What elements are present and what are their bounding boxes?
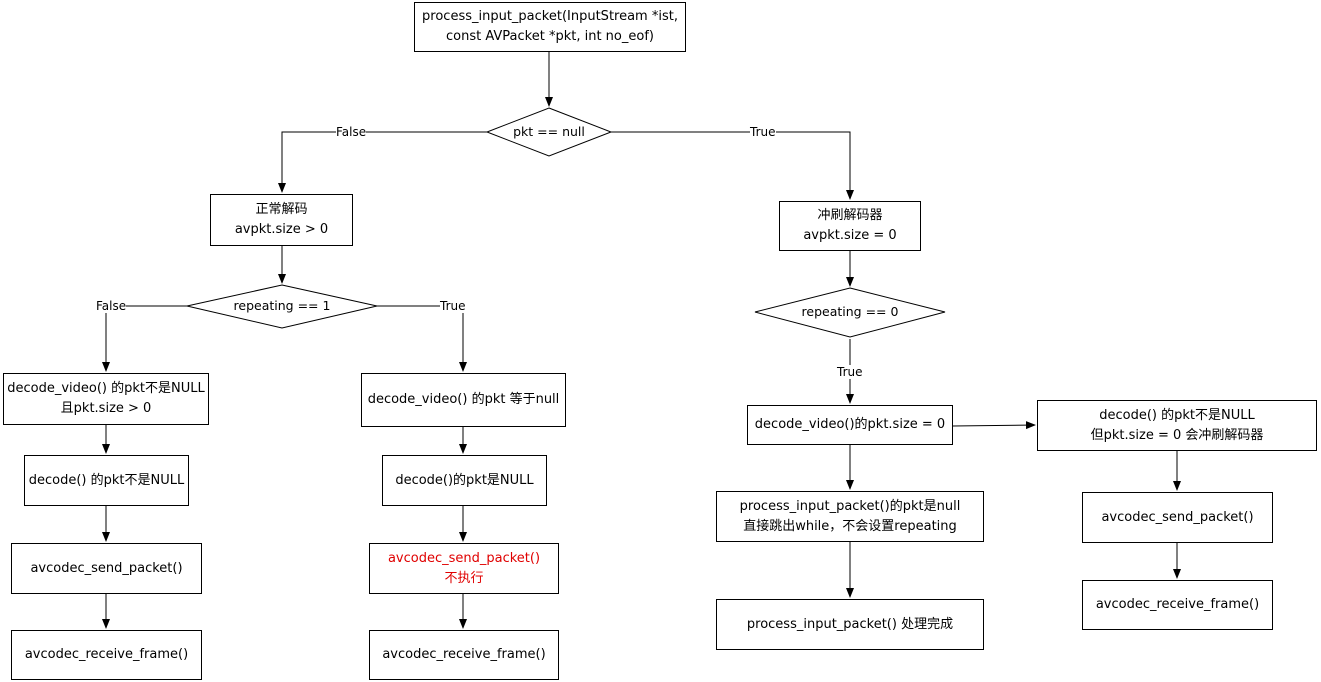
mid-decode-video-node: decode_video() 的pkt 等于null	[361, 373, 566, 427]
arrow-rep1-false	[102, 305, 187, 372]
right-process-packet-line1: process_input_packet()的pkt是null	[739, 498, 961, 514]
far-right-receive-frame-text: avcodec_receive_frame()	[1095, 597, 1260, 612]
edge-label-true-top: True	[750, 125, 776, 139]
mid-send-packet-node: avcodec_send_packet() 不执行	[369, 543, 559, 594]
arrow-pkt-null-false	[278, 131, 487, 193]
edge-label-true-rep: True	[440, 299, 466, 313]
far-right-decode-line1: decode() 的pkt不是NULL	[1099, 407, 1255, 423]
flush-decoder-node: 冲刷解码器 avpkt.size = 0	[779, 201, 921, 251]
far-right-decode-node: decode() 的pkt不是NULL 但pkt.size = 0 会冲刷解码器	[1037, 400, 1317, 451]
left-send-packet-text: avcodec_send_packet()	[30, 560, 183, 576]
left-receive-frame-node: avcodec_receive_frame()	[11, 630, 202, 680]
right-done-node: process_input_packet() 处理完成	[716, 599, 984, 650]
right-process-packet-line2: 直接跳出while，不会设置repeating	[743, 518, 957, 534]
normal-decode-line1: 正常解码	[255, 202, 308, 217]
mid-send-packet-line1: avcodec_send_packet()	[387, 550, 541, 566]
arrow-r-dv-to-rr-dec	[952, 421, 1036, 430]
mid-decode-video-text: decode_video() 的pkt 等于null	[367, 392, 560, 407]
right-decode-video-text: decode_video()的pkt.size = 0	[754, 417, 946, 432]
start-node-line2: const AVPacket *pkt, int no_eof)	[446, 29, 654, 44]
decision-pkt-null-label: pkt == null	[513, 124, 585, 139]
normal-decode-node: 正常解码 avpkt.size > 0	[210, 194, 353, 246]
far-right-send-packet-text: avcodec_send_packet()	[1101, 509, 1254, 525]
left-decode-video-line2: 且pkt.size > 0	[60, 401, 152, 416]
left-decode-video-node: decode_video() 的pkt不是NULL 且pkt.size > 0	[3, 373, 209, 425]
right-decode-video-node: decode_video()的pkt.size = 0	[747, 405, 953, 445]
mid-decode-node: decode()的pkt是NULL	[382, 455, 547, 506]
normal-decode-line2: avpkt.size > 0	[234, 222, 329, 237]
mid-receive-frame-node: avcodec_receive_frame()	[369, 630, 559, 680]
edge-label-false-rep: False	[96, 299, 127, 313]
start-node-line1: process_input_packet(InputStream *ist,	[422, 9, 678, 24]
right-process-packet-node: process_input_packet()的pkt是null 直接跳出whil…	[716, 491, 984, 542]
far-right-receive-frame-node: avcodec_receive_frame()	[1082, 580, 1273, 630]
decision-rep1-label: repeating == 1	[233, 298, 331, 313]
edge-label-false-top: False	[336, 125, 367, 139]
right-done-text: process_input_packet() 处理完成	[746, 616, 954, 632]
left-send-packet-node: avcodec_send_packet()	[11, 543, 202, 594]
mid-decode-text: decode()的pkt是NULL	[395, 472, 534, 488]
decision-pkt-null-shape	[485, 107, 613, 157]
mid-receive-frame-text: avcodec_receive_frame()	[382, 647, 546, 662]
start-node: process_input_packet(InputStream *ist, c…	[414, 2, 686, 52]
flush-decoder-line1: 冲刷解码器	[817, 208, 883, 223]
far-right-decode-line2: 但pkt.size = 0 会冲刷解码器	[1090, 427, 1264, 443]
decision-rep0-label: repeating == 0	[801, 304, 899, 319]
left-decode-video-line1: decode_video() 的pkt不是NULL	[7, 381, 205, 396]
arrow-rep1-true	[377, 305, 467, 372]
decision-rep0-shape	[754, 287, 946, 338]
left-decode-text: decode() 的pkt不是NULL	[28, 472, 185, 488]
left-decode-node: decode() 的pkt不是NULL	[24, 455, 189, 506]
edge-label-true-rep0: True	[837, 365, 863, 379]
decision-rep1-shape	[186, 284, 378, 329]
arrow-pkt-null-true	[611, 131, 854, 200]
left-receive-frame-text: avcodec_receive_frame()	[24, 647, 189, 662]
far-right-send-packet-node: avcodec_send_packet()	[1082, 492, 1273, 543]
flush-decoder-line2: avpkt.size = 0	[803, 228, 897, 243]
mid-send-packet-line2: 不执行	[444, 570, 484, 586]
